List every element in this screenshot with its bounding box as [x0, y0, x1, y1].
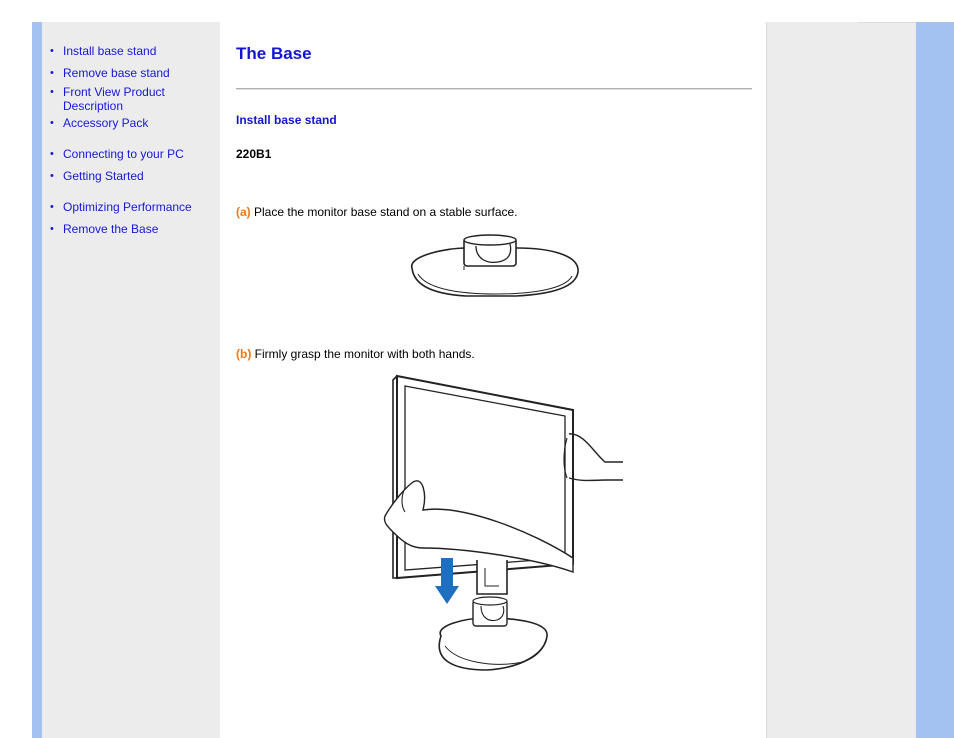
sidebar-item-remove-base-stand[interactable]: Remove base stand	[50, 66, 203, 80]
sidebar-item-optimizing[interactable]: Optimizing Performance	[50, 200, 203, 214]
title-divider	[236, 88, 752, 90]
step-text: Firmly grasp the monitor with both hands…	[251, 347, 475, 361]
step-a: (a) Place the monitor base stand on a st…	[236, 205, 518, 219]
sidebar-link[interactable]: Getting Started	[63, 169, 144, 183]
sidebar-link[interactable]: Remove base stand	[63, 66, 170, 80]
sidebar-link[interactable]: Accessory Pack	[63, 116, 149, 130]
sidebar-item-front-view[interactable]: Front View Product Description	[50, 85, 203, 113]
section-heading: Install base stand	[236, 113, 337, 127]
sidebar-link[interactable]: Install base stand	[63, 44, 157, 58]
sidebar-link[interactable]: Connecting to your PC	[63, 147, 184, 161]
sidebar-item-install-base-stand[interactable]: Install base stand	[50, 44, 203, 58]
step-b: (b) Firmly grasp the monitor with both h…	[236, 347, 475, 361]
sidebar-item-connecting[interactable]: Connecting to your PC	[50, 147, 203, 161]
sidebar-item-accessory-pack[interactable]: Accessory Pack	[50, 116, 203, 130]
sidebar-panel	[42, 22, 220, 738]
sidebar-link[interactable]: Front View Product Description	[63, 85, 165, 113]
left-accent-bar	[32, 22, 42, 738]
sidebar-link[interactable]: Remove the Base	[63, 222, 159, 236]
down-arrow-shaft	[441, 558, 453, 588]
right-margin-panel	[766, 22, 858, 738]
sidebar-nav: Install base stand Remove base stand Fro…	[50, 44, 203, 236]
base-stand-illustration	[411, 234, 579, 297]
right-margin-panel-inner	[858, 22, 916, 738]
sidebar-item-remove-the-base[interactable]: Remove the Base	[50, 222, 203, 236]
step-marker: (b)	[236, 347, 252, 361]
model-number: 220B1	[236, 147, 272, 161]
monitor-install-illustration	[383, 374, 623, 671]
right-accent-bar	[916, 22, 954, 738]
sidebar-link[interactable]: Optimizing Performance	[63, 200, 192, 214]
down-arrow-head	[435, 586, 459, 604]
step-marker: (a)	[236, 205, 251, 219]
page-title: The Base	[236, 44, 312, 63]
sidebar-item-getting-started[interactable]: Getting Started	[50, 169, 203, 183]
step-text: Place the monitor base stand on a stable…	[250, 205, 518, 219]
